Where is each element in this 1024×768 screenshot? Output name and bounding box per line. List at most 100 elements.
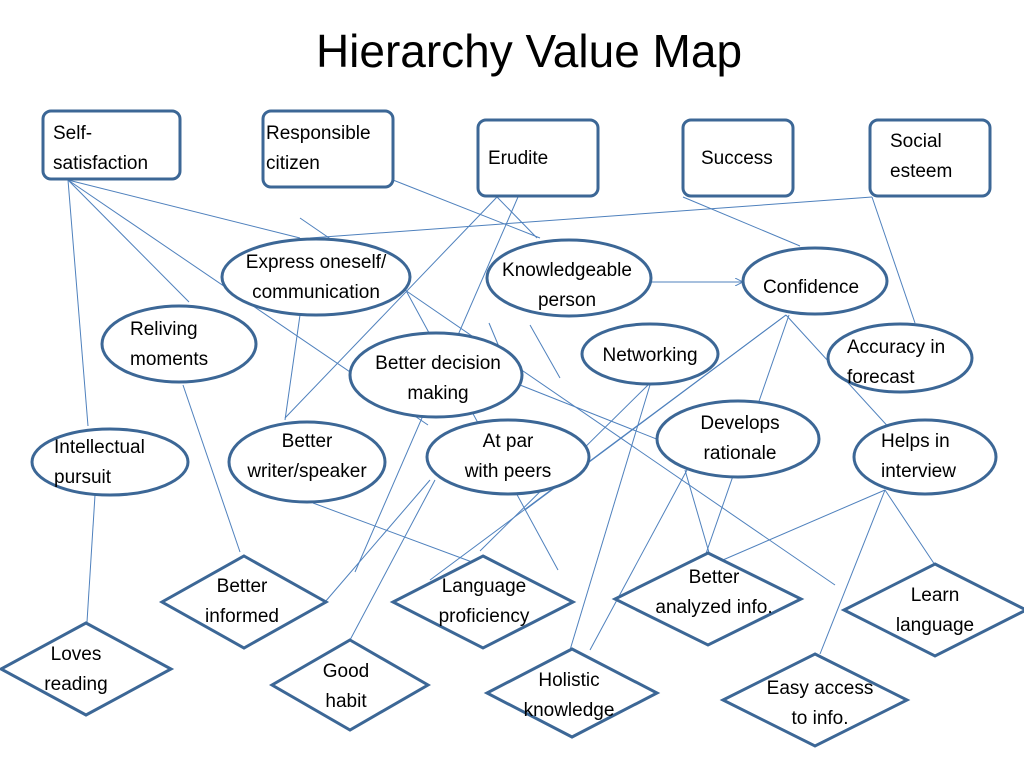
node-label: At par [483, 431, 534, 452]
node-label: Intellectual [54, 437, 145, 458]
node-label: making [407, 383, 468, 404]
attribute-diamond [268, 638, 432, 732]
attribute-diamond [719, 652, 911, 748]
node-success: Success [681, 118, 795, 198]
connector-line [589, 469, 688, 651]
connector-line [529, 324, 561, 379]
node-label: moments [130, 349, 208, 370]
connector-line [694, 489, 886, 573]
node-label: interview [881, 461, 956, 482]
connector-line [67, 179, 301, 239]
node-label: Holistic [538, 670, 599, 691]
connector-line [284, 314, 301, 421]
node-label: to info. [791, 708, 848, 729]
value-box [681, 118, 795, 198]
consequence-ellipse [425, 418, 591, 496]
node-label: citizen [266, 153, 320, 174]
node-social-esteem: Social esteem [868, 118, 992, 198]
consequence-ellipse [227, 420, 387, 504]
connector-line [569, 384, 651, 651]
value-box [41, 109, 182, 181]
node-label: person [538, 290, 596, 311]
node-at-par: At par with peers [425, 418, 591, 496]
node-knowledgeable-person: Knowledgeable person [485, 238, 653, 318]
node-label: esteem [890, 161, 952, 182]
node-intellectual-pursuit: Intellectual pursuit [30, 427, 190, 497]
connector-line [429, 314, 787, 581]
node-accuracy-forecast: Accuracy in forecast [826, 322, 974, 394]
value-box [476, 118, 600, 198]
node-easy-access: Easy access to info. [719, 652, 911, 748]
connector-line [67, 179, 89, 427]
node-better-decision: Better decision making [348, 331, 524, 419]
node-label: satisfaction [53, 153, 148, 174]
attribute-diamond [389, 554, 577, 650]
attribute-diamond [611, 551, 805, 647]
node-label: forecast [847, 367, 915, 388]
node-label: Social [890, 131, 942, 152]
node-label: habit [325, 691, 367, 712]
connector-line [182, 384, 241, 553]
connector-line [871, 196, 916, 324]
connector-line [284, 196, 498, 419]
consequence-ellipse [100, 304, 258, 384]
connector-line [349, 479, 436, 641]
consequence-ellipse [826, 322, 974, 394]
attribute-diamond [840, 562, 1024, 658]
node-label: Better decision [375, 353, 501, 374]
connector-line [86, 494, 96, 623]
connector-line [67, 179, 190, 303]
connector-line [324, 479, 431, 603]
node-label: pursuit [54, 467, 112, 488]
node-label: Develops [700, 413, 779, 434]
node-label: with peers [464, 461, 552, 482]
connector-line [392, 179, 541, 239]
node-label: reading [44, 674, 107, 695]
value-box [261, 109, 395, 189]
node-label: Self- [53, 123, 92, 144]
node-label: proficiency [439, 606, 530, 627]
diagram-title: Hierarchy Value Map [315, 25, 743, 77]
node-label: Confidence [763, 277, 859, 298]
consequence-ellipse [220, 237, 412, 317]
connector-line [819, 489, 886, 655]
node-label: Knowledgeable [502, 260, 632, 281]
node-label: knowledge [524, 700, 615, 721]
consequence-ellipse [348, 331, 524, 419]
node-reliving-moments: Reliving moments [100, 304, 258, 384]
connector-line [496, 196, 538, 239]
node-label: Success [701, 148, 773, 169]
connector-line [884, 489, 936, 566]
connector-line [682, 196, 801, 247]
node-label: language [896, 615, 974, 636]
node-language-proficiency: Language proficiency [389, 554, 577, 650]
consequence-ellipse [30, 427, 190, 497]
node-express-oneself: Express oneself/communication [220, 237, 412, 317]
node-label: Easy access [767, 678, 874, 699]
consequence-ellipse [741, 246, 889, 316]
node-label: informed [205, 606, 279, 627]
attribute-diamond [158, 554, 330, 650]
attribute-diamond [483, 647, 661, 739]
connector-line [312, 502, 473, 563]
node-holistic-knowledge: Holistic knowledge [483, 647, 661, 739]
node-label: Reliving [130, 319, 198, 340]
node-label: Accuracy in [847, 337, 945, 358]
consequence-ellipse [485, 238, 653, 318]
connector-line [309, 196, 873, 239]
node-label: Better [689, 567, 740, 588]
node-label: Language [442, 576, 527, 597]
consequence-ellipse [655, 399, 821, 479]
node-label: Express oneself/ [246, 252, 387, 273]
value-box [868, 118, 992, 198]
node-erudite: Erudite [476, 118, 600, 198]
